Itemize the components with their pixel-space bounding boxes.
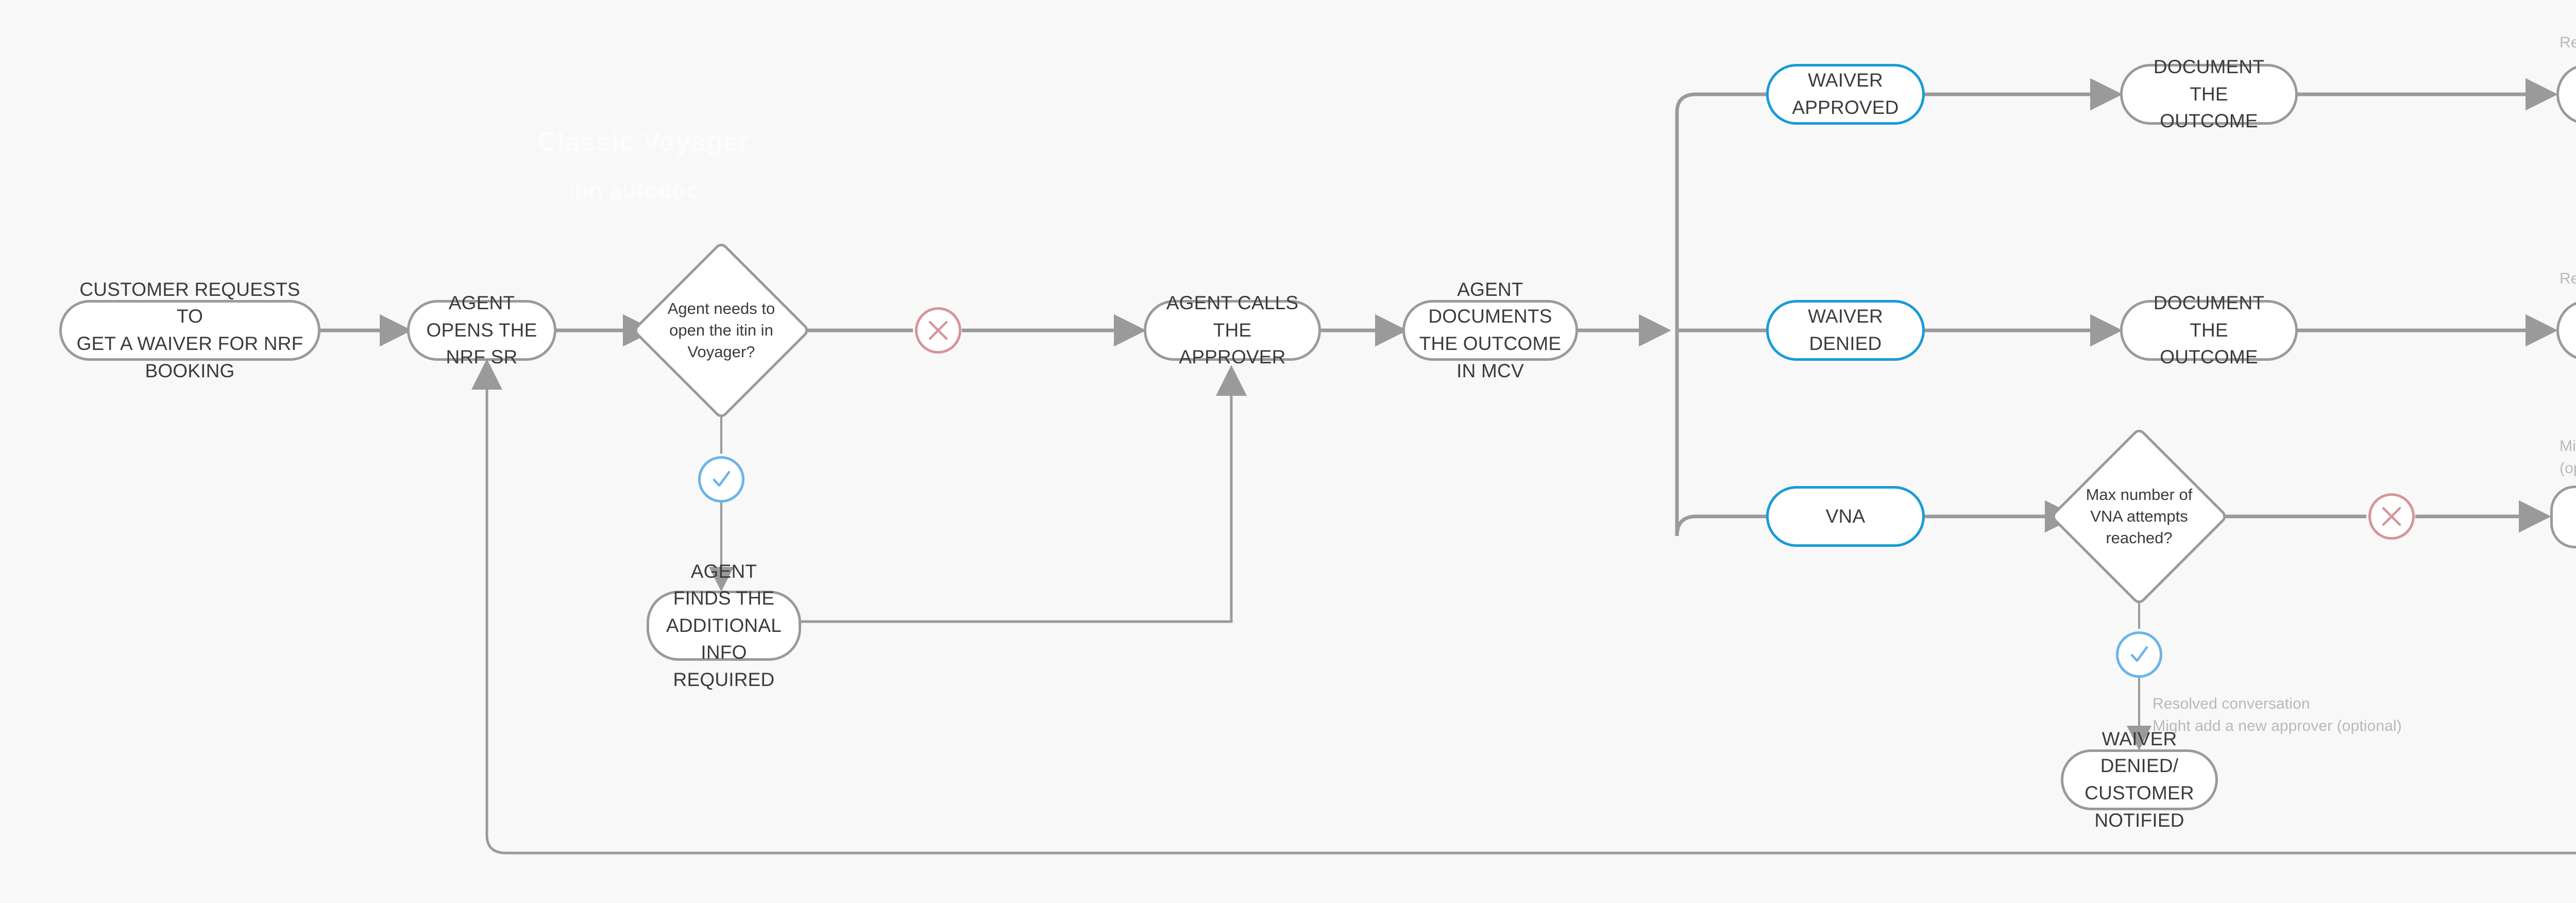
node-document-outcome-top[interactable]: DOCUMENT THE OUTCOME (2120, 56, 2298, 131)
note-resolved-conversation-mid: Resolved conversation (2560, 270, 2576, 287)
node-label: Agent needs to open the itin in Voyager? (667, 299, 775, 361)
node-reschedule-call[interactable]: RESCHEDULE THE CALL (2550, 486, 2576, 548)
node-agent-calls-approver[interactable]: AGENT CALLS THE APPROVER (1144, 292, 1321, 367)
check-mark-icon (2116, 631, 2162, 678)
node-waiver-denied-customer-notified[interactable]: WAIVER DENIED/ CUSTOMER NOTIFIED (2061, 728, 2218, 831)
node-decision-open-itin-voyager[interactable]: Agent needs to open the itin in Voyager? (632, 241, 811, 420)
node-waiver-approved[interactable]: WAIVER APPROVED (1766, 64, 1925, 125)
node-label: WAIVER DENIED/ CUSTOMER NOTIFIED (2084, 728, 2194, 831)
watermark-classic-voyager: Classic Voyager (537, 127, 750, 157)
edge-finds-info-to-calls (800, 365, 1247, 623)
edge-reschedule-loopback (471, 359, 2576, 855)
node-label: CUSTOMER REQUESTS TO GET A WAIVER FOR NR… (76, 278, 303, 381)
check-glyph (2130, 646, 2148, 662)
node-label: AGENT FINDS THE ADDITIONAL INFO REQUIRED (666, 560, 782, 690)
edge-junction-to-approved (1675, 92, 1766, 330)
node-agent-finds-additional-info[interactable]: AGENT FINDS THE ADDITIONAL INFO REQUIRED (647, 561, 801, 690)
x-glyph (928, 321, 948, 340)
node-label: EMAIL CUSTOMER/ MARK AS CLOSED/RESOLVED (2572, 54, 2576, 135)
node-agent-opens-sr[interactable]: AGENT OPENS THE NRF SR (407, 292, 556, 367)
edge-junction-to-vna (1675, 330, 1766, 537)
node-waiver-denied[interactable]: WAIVER DENIED (1766, 300, 1925, 361)
check-glyph (713, 471, 731, 487)
x-mark-icon (2368, 493, 2415, 540)
note-custom-availability-hours: Might add custom availability hours (opt… (2560, 438, 2576, 477)
watermark-itin-autodoc: itin autodoc (568, 178, 700, 203)
check-mark-icon (698, 456, 744, 503)
note-resolved-new-approver: Resolved conversation Might add a new ap… (2153, 695, 2402, 734)
node-label: AGENT CALLS THE APPROVER (1166, 292, 1299, 368)
note-resolved-conversation-top: Resolved conversation (2560, 34, 2576, 51)
node-agent-documents-mcv[interactable]: AGENT DOCUMENTS THE OUTCOME IN MCV (1402, 279, 1578, 381)
node-label: DOCUMENT THE OUTCOME (2153, 56, 2265, 132)
node-label: RESCHEDULE THE CALL (2566, 490, 2576, 544)
node-label: AGENT OPENS THE NRF SR (426, 292, 537, 368)
node-label: Max number of VNA attempts reached? (2086, 485, 2193, 547)
node-document-outcome-mid[interactable]: DOCUMENT THE OUTCOME (2120, 292, 2298, 367)
node-customer-requests[interactable]: CUSTOMER REQUESTS TO GET A WAIVER FOR NR… (59, 279, 320, 381)
node-label: DOCUMENT THE OUTCOME (2153, 292, 2265, 368)
node-decision-max-vna-attempts[interactable]: Max number of VNA attempts reached? (2049, 427, 2229, 606)
node-label: VNA (1825, 505, 1866, 527)
node-label: AGENT DOCUMENTS THE OUTCOME IN MCV (1419, 278, 1562, 381)
node-label: EMAIL CUSTOMER/ MARK AS CLOSED/RESOLVED (2572, 290, 2576, 371)
node-label: WAIVER DENIED (1808, 306, 1883, 354)
node-label: WAIVER APPROVED (1792, 70, 1899, 118)
x-mark-icon (915, 307, 961, 354)
node-vna[interactable]: VNA (1766, 486, 1925, 547)
x-glyph (2382, 507, 2401, 526)
